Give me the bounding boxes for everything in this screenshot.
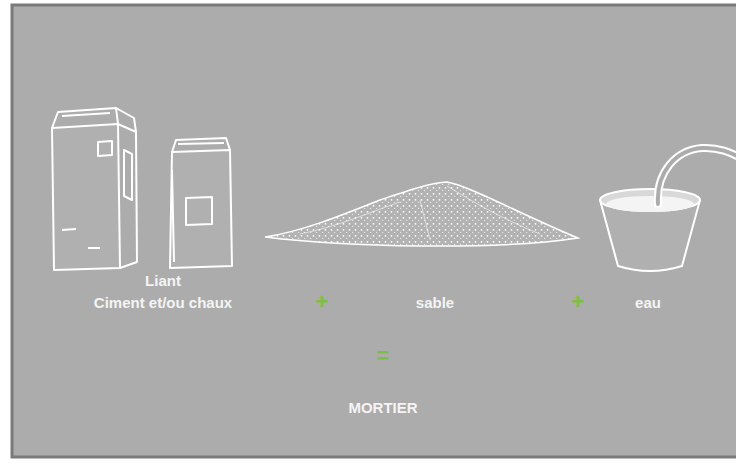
plus-sign: + bbox=[316, 290, 329, 314]
water-bucket bbox=[600, 189, 700, 271]
cement-bag bbox=[52, 108, 137, 270]
ingredient-label: eau bbox=[635, 295, 661, 312]
sand-texture bbox=[300, 186, 540, 240]
lime-bag bbox=[170, 138, 232, 268]
binder-label: Liant bbox=[145, 273, 181, 290]
plus-sign: + bbox=[572, 290, 585, 314]
ingredient-label: sable bbox=[416, 295, 454, 312]
background-frame bbox=[12, 5, 736, 457]
result-label: MORTIER bbox=[348, 400, 417, 417]
ingredient-label: Ciment et/ou chaux bbox=[94, 295, 232, 312]
sand-pile bbox=[265, 182, 578, 246]
equals-sign: = bbox=[377, 344, 390, 368]
water-hose bbox=[658, 148, 736, 204]
